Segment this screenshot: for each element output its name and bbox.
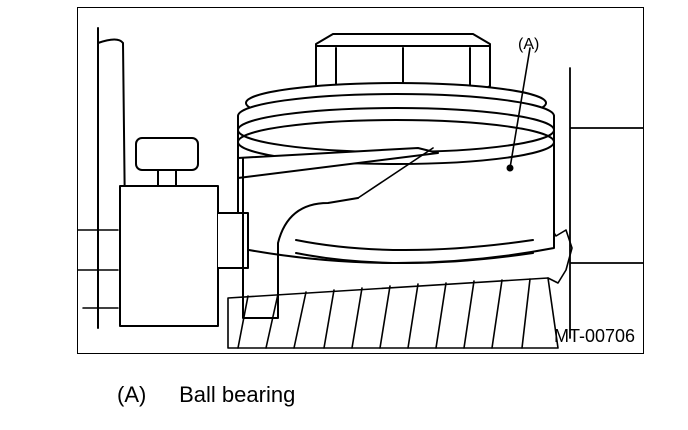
dial-gauge	[119, 137, 439, 327]
callout-dot	[506, 164, 514, 172]
gear-teeth	[227, 222, 573, 349]
legend-text: Ball bearing	[179, 382, 296, 407]
legend-item: (A) Ball bearing	[117, 382, 295, 408]
figure-frame: (A) MT-00706	[77, 7, 644, 354]
callout-label-a: (A)	[518, 36, 540, 53]
bearing-illustration	[78, 27, 643, 349]
housing-left-edge	[97, 27, 127, 329]
legend-key: (A)	[117, 382, 147, 407]
housing-left-lines	[78, 229, 119, 309]
housing-right	[569, 67, 643, 339]
figure-id: MT-00706	[553, 326, 635, 346]
callout-leader	[357, 47, 531, 199]
